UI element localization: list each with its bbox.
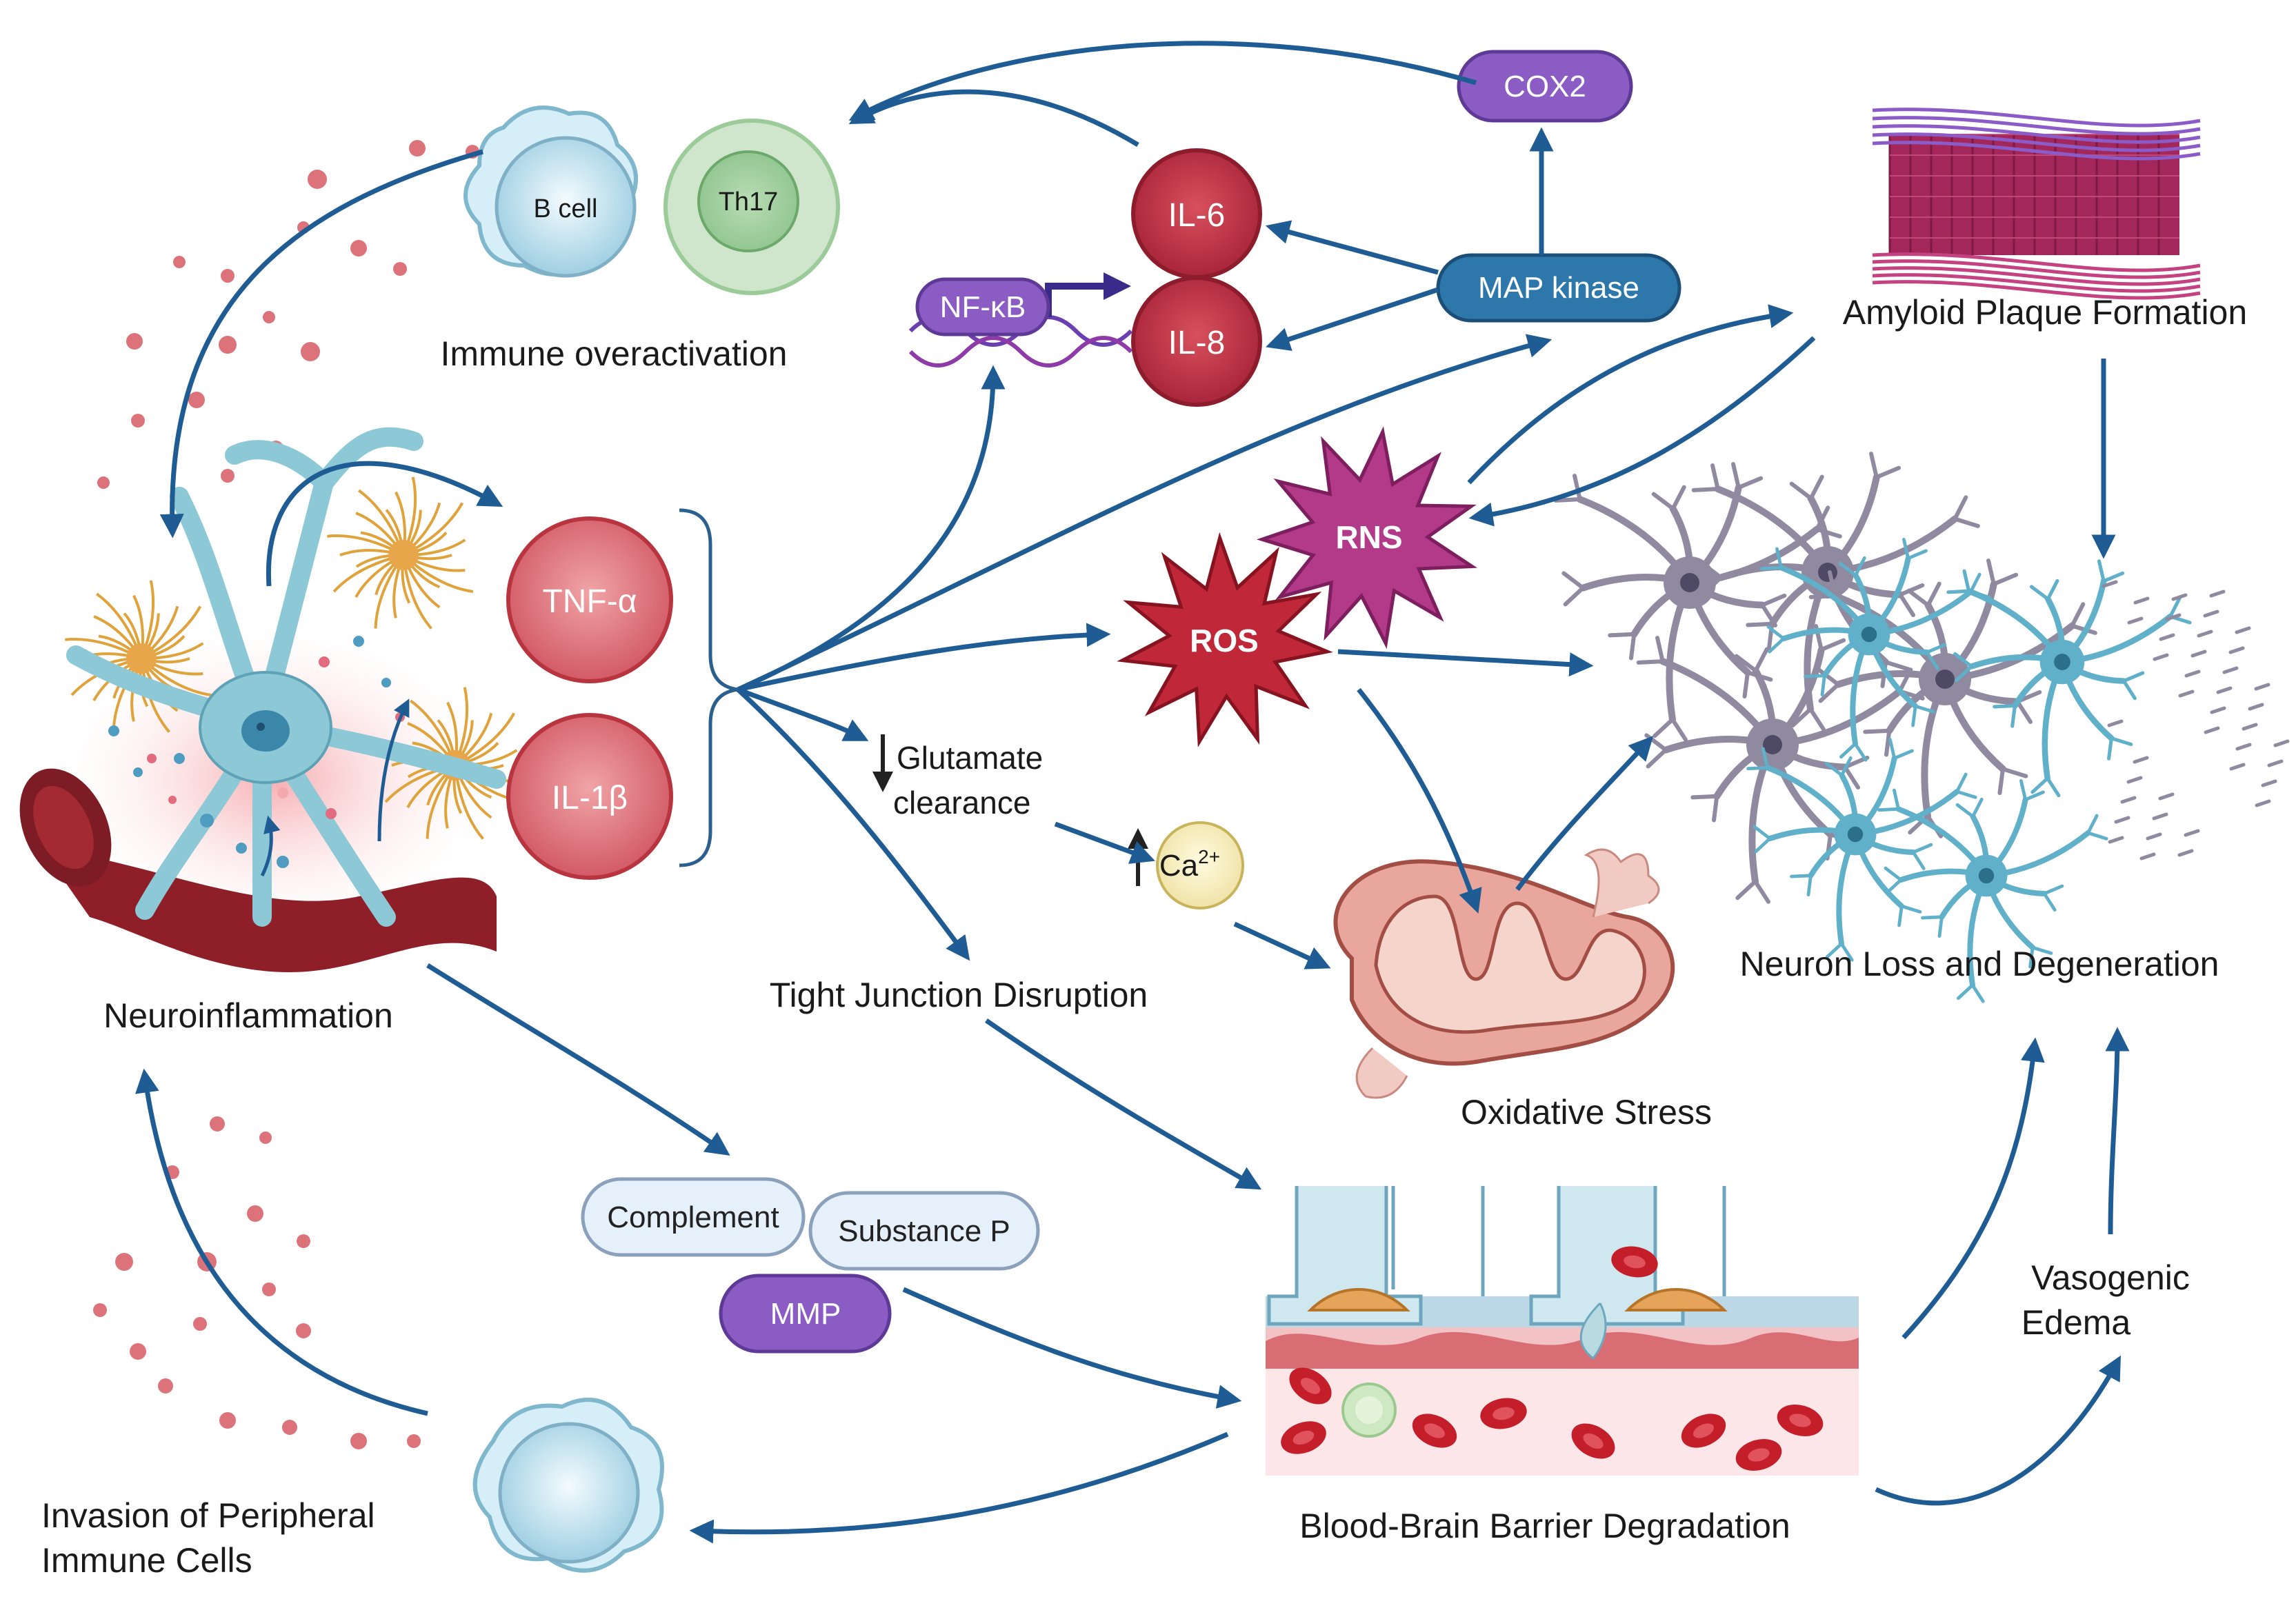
immune-overactivation-label: Immune overactivation [440,334,787,373]
cox2-label: COX2 [1504,70,1586,103]
il6-label: IL-6 [1168,197,1226,234]
arrow-bbb-to-neurons [1901,1037,2045,1340]
nfkb-pill: NF-κB [915,277,1050,336]
arrow-map-to-il8 [1266,287,1439,351]
amyloid-plaque-graphic [1872,108,2201,300]
glutamate-label-group: Glutamate clearance [872,734,1043,821]
arrow-mito-to-neurons [1515,736,1654,892]
tight-junction-label: Tight Junction Disruption [770,976,1148,1014]
vasogenic-line1: Vasogenic [2031,1258,2190,1297]
oxidative-stress-label: Oxidative Stress [1461,1093,1712,1132]
calcium-ion: Ca2+ [1128,821,1244,909]
mmp-label: MMP [770,1297,841,1331]
mmp-pill: MMP [719,1274,892,1354]
il1b-label: IL-1β [552,780,628,816]
arrow-microglia-to-tnf [266,461,503,587]
arrow-brace-to-tight-junction [736,687,970,961]
arrow-il6-to-th17 [848,89,1139,148]
arrow-bbb-to-peripheral-cell [689,1431,1229,1544]
arrow-brace-to-nfkb [737,365,1006,692]
arrow-mmp-to-bbb [902,1287,1242,1409]
il8-node: IL-8 [1131,276,1262,407]
tnf-node: TNF-α [506,516,673,683]
il8-label: IL-8 [1168,325,1226,361]
pathway-arrows [135,41,2130,1544]
arrow-rns-to-amyloid [1467,304,1794,485]
substance-p-pill: Substance P [808,1191,1040,1271]
arrow-brace-to-ros [737,623,1111,692]
map-kinase-pill: MAP kinase [1436,253,1681,323]
neuroinflammation-graphic [19,427,526,972]
nfkb-label: NF-κB [940,290,1026,324]
arrow-map-to-il6 [1265,220,1439,275]
neurons-graphic [1553,452,2290,1003]
complement-pill: Complement [581,1177,806,1257]
invasion-line2: Immune Cells [41,1541,252,1580]
arrow-tight-junction-to-bbb [985,1018,1262,1190]
arrow-peripheral-cell-to-neuroinflammation [135,1068,428,1416]
map-kinase-label: MAP kinase [1478,271,1639,305]
vasogenic-line2: Edema [2022,1303,2131,1342]
th17-label: Th17 [719,188,779,217]
glutamate-line2: clearance [893,785,1030,821]
ros-star: ROS [1117,532,1333,747]
arrow-amyloid-to-rns [1468,336,1816,527]
th17-cell: Th17 [663,119,840,295]
b-cell-label: B cell [534,194,598,223]
ros-label: ROS [1190,623,1259,658]
arrow-bbb-to-edema [1875,1355,2122,1506]
il6-node: IL-6 [1131,148,1262,279]
arrow-edema-to-neurons [2105,1027,2130,1235]
rns-star: RNS [1256,426,1478,650]
glutamate-line1: Glutamate [897,740,1043,776]
neuron-loss-label: Neuron Loss and Degeneration [1740,945,2219,983]
arrow-bcell-to-neuroinflammation [159,149,483,539]
il1b-node: IL-1β [506,713,673,880]
cytokine-brace [679,508,739,867]
tnf-label: TNF-α [542,583,637,620]
mitochondrion-graphic [1333,848,1675,1099]
arrow-ros-to-mitochondrion [1357,687,1482,914]
complement-label: Complement [607,1200,779,1234]
arrow-brace-to-glutamate [737,687,869,741]
rns-label: RNS [1335,519,1402,555]
bbb-label: Blood-Brain Barrier Degradation [1299,1507,1790,1545]
cox2-pill: COX2 [1457,50,1633,123]
arrow-ros-to-neurons [1337,649,1594,677]
substance-p-label: Substance P [838,1214,1010,1248]
peripheral-immune-cell [472,1398,664,1573]
amyloid-label: Amyloid Plaque Formation [1843,293,2247,332]
bbb-graphic [1266,1186,1859,1476]
arrow-neuroinflammation-to-complement [426,963,730,1156]
arrow-cox2-to-th17 [848,41,1477,121]
arrow-brace-to-map [737,334,1553,692]
invasion-line1: Invasion of Peripheral [41,1496,375,1535]
b-cell: B cell [463,105,638,278]
neuroinflammation-label: Neuroinflammation [103,996,393,1035]
arrow-ca-to-mitochondrion [1233,921,1331,969]
arrow-glutamate-to-ca [1054,821,1155,864]
calcium-label: Ca2+ [1159,846,1220,883]
